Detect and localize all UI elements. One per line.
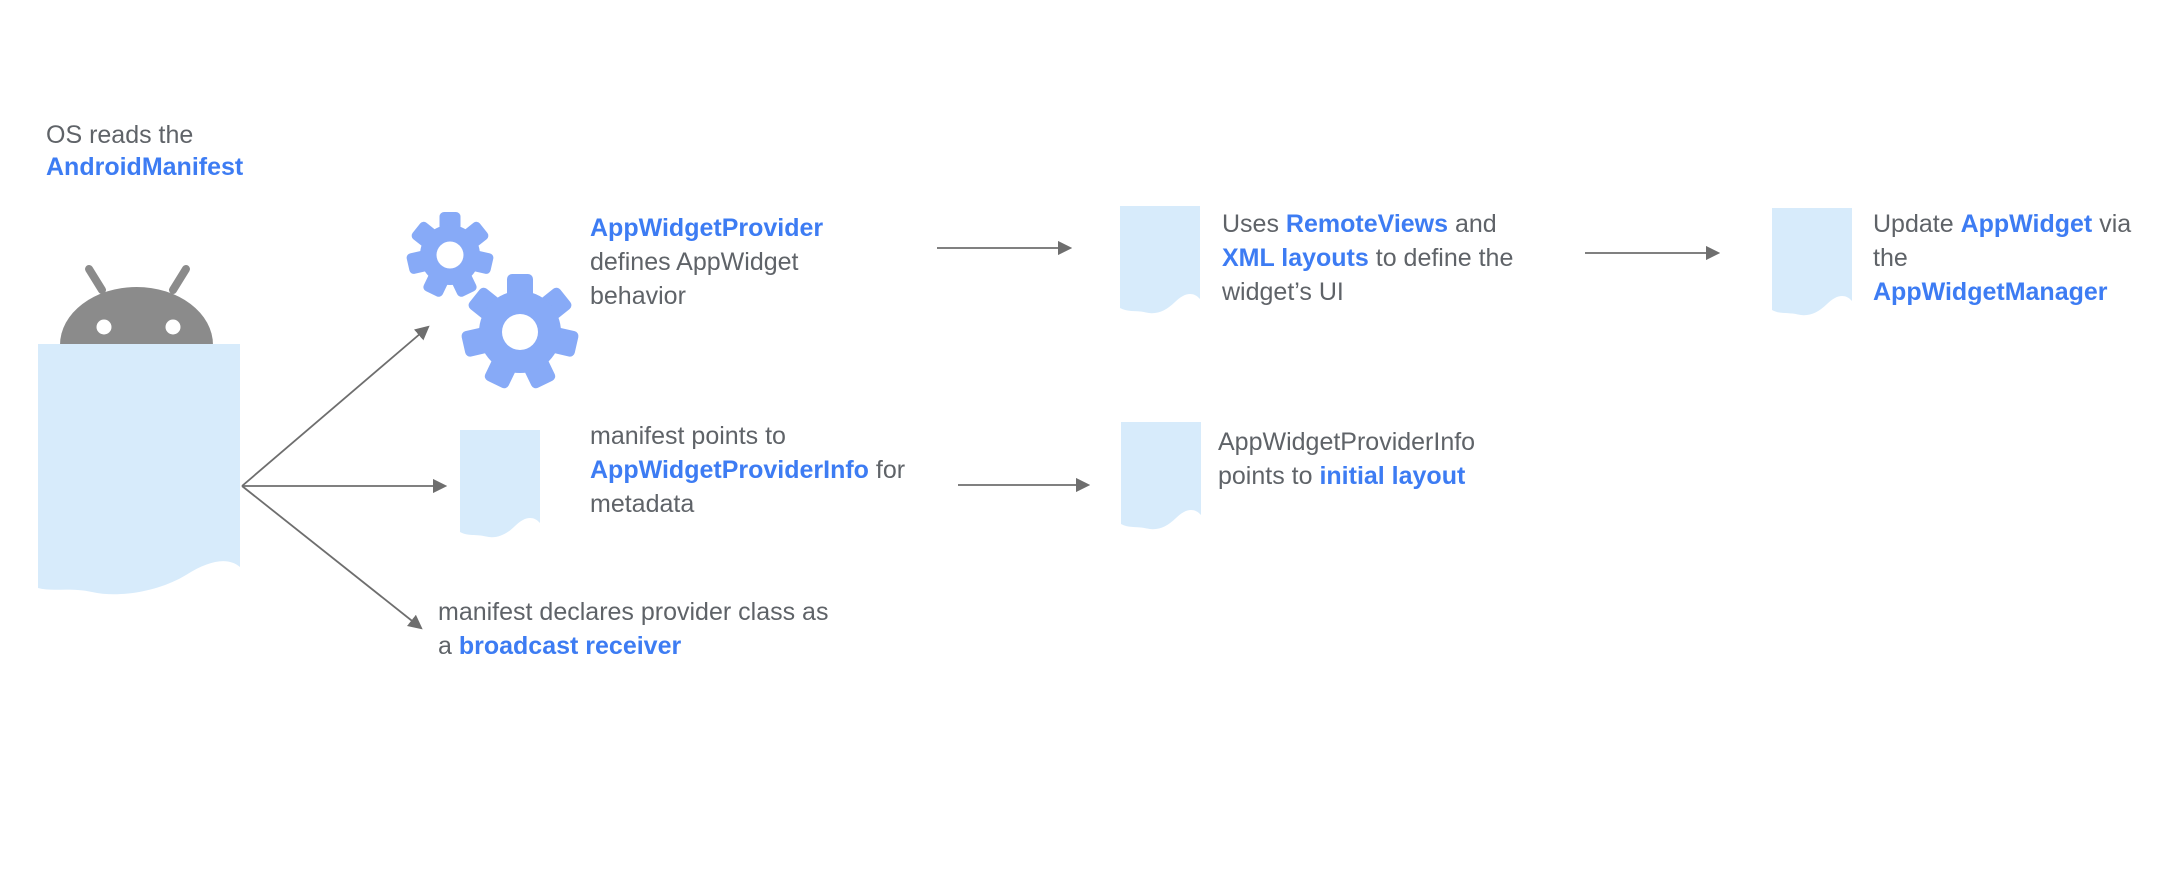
- text-segment: defines AppWidget: [590, 248, 799, 276]
- text-line: AppWidgetProvider: [590, 211, 823, 245]
- label-broadcast-receiver: manifest declares provider class as a bro…: [438, 595, 828, 663]
- text-segment: manifest points to: [590, 422, 786, 450]
- android-robot-icon: [60, 265, 213, 345]
- text-segment: OS reads the: [46, 121, 194, 149]
- link-text[interactable]: broadcast receiver: [458, 632, 682, 660]
- text-line: AppWidgetManager: [1873, 275, 2131, 309]
- document-icon: [1120, 206, 1200, 314]
- text-segment: AppWidgetProviderInfo: [1218, 428, 1476, 456]
- text-line: metadata: [590, 487, 905, 521]
- text-line: Uses RemoteViews and: [1222, 207, 1513, 241]
- text-segment: for: [868, 456, 906, 484]
- link-text[interactable]: AppWidgetManager: [1873, 278, 2108, 306]
- text-segment: Uses: [1222, 210, 1286, 238]
- document-icon: [460, 430, 540, 538]
- text-line: widget’s UI: [1222, 275, 1513, 309]
- link-text[interactable]: RemoteViews: [1285, 210, 1449, 238]
- link-text[interactable]: AndroidManifest: [46, 153, 244, 181]
- label-initial-layout: AppWidgetProviderInfo points to initial l…: [1218, 425, 1475, 493]
- gears-icon: [406, 212, 579, 389]
- text-segment: to define the: [1368, 244, 1514, 272]
- text-line: behavior: [590, 279, 823, 313]
- text-segment: widget’s UI: [1222, 278, 1344, 306]
- text-line: a broadcast receiver: [438, 629, 828, 663]
- document-icon: [1772, 208, 1852, 316]
- text-segment: points to: [1218, 462, 1320, 490]
- text-line: Update AppWidget via: [1873, 207, 2131, 241]
- text-segment: the: [1873, 244, 1908, 272]
- link-text[interactable]: AppWidgetProviderInfo: [590, 456, 869, 484]
- link-text[interactable]: AppWidget: [1960, 210, 2093, 238]
- text-line: OS reads the: [46, 119, 243, 151]
- text-segment: a: [438, 632, 459, 660]
- label-appwidgetproviderinfo-metadata: manifest points to AppWidgetProviderInfo …: [590, 419, 905, 521]
- manifest-document-icon: [38, 344, 240, 595]
- document-icon: [1121, 422, 1201, 530]
- label-appwidgetprovider: AppWidgetProvider defines AppWidget behavi…: [590, 211, 823, 313]
- link-text[interactable]: initial layout: [1319, 462, 1466, 490]
- text-line: manifest declares provider class as: [438, 595, 828, 629]
- text-segment: via: [2092, 210, 2132, 238]
- text-line: the: [1873, 241, 2131, 275]
- text-segment: Update: [1873, 210, 1961, 238]
- text-segment: metadata: [590, 490, 695, 518]
- text-line: manifest points to: [590, 419, 905, 453]
- link-text[interactable]: AppWidgetProvider: [590, 214, 824, 242]
- text-line: AndroidManifest: [46, 151, 243, 183]
- text-line: points to initial layout: [1218, 459, 1475, 493]
- text-segment: behavior: [590, 282, 686, 310]
- arrow-icon: [241, 485, 423, 630]
- arrow-icon: [241, 325, 430, 487]
- text-line: XML layouts to define the: [1222, 241, 1513, 275]
- link-text[interactable]: XML layouts: [1222, 244, 1369, 272]
- text-line: defines AppWidget: [590, 245, 823, 279]
- text-line: AppWidgetProviderInfo for: [590, 453, 905, 487]
- text-line: AppWidgetProviderInfo: [1218, 425, 1475, 459]
- text-segment: manifest declares provider class as: [438, 598, 829, 626]
- text-segment: and: [1448, 210, 1497, 238]
